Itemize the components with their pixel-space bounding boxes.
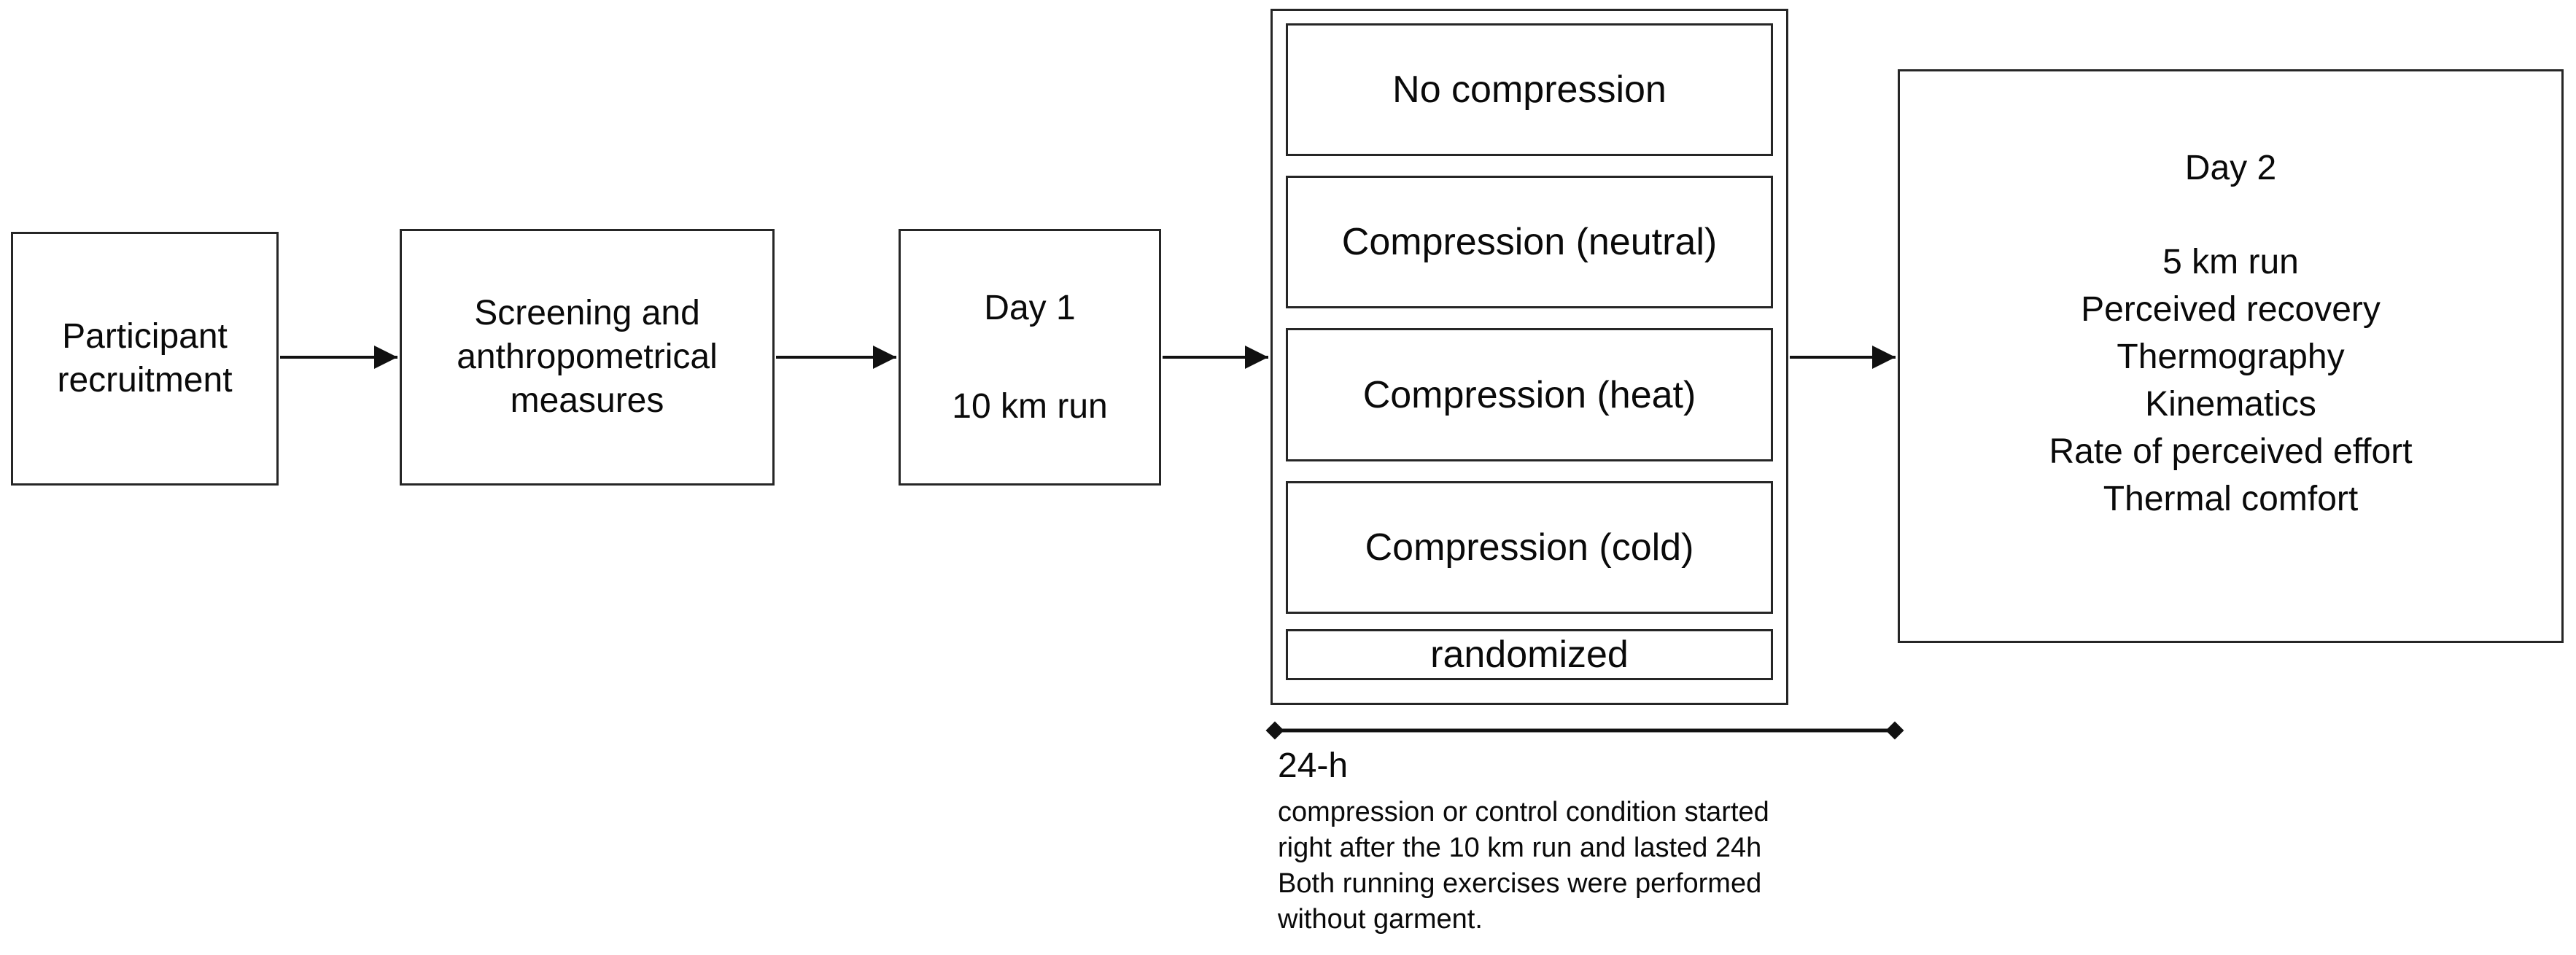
timeline-note-line: Both running exercises were performed (1278, 868, 1762, 899)
day2-measures-list: 5 km run Perceived recovery Thermography… (1900, 238, 2561, 523)
day2-measure-item: 5 km run (2162, 243, 2299, 281)
timeline-note-line: right after the 10 km run and lasted 24h (1278, 833, 1762, 863)
condition-label: Compression (cold) (1365, 526, 1694, 569)
timeline-note-line: compression or control condition started (1278, 797, 1769, 827)
duration-label: 24-h (1278, 747, 1349, 785)
day2-measure-item: Thermography (2117, 338, 2345, 376)
flow-box-screening: Screening and anthropometrical measures (400, 229, 775, 486)
day2-measure-item: Kinematics (2145, 385, 2316, 424)
day1-title: Day 1 (984, 288, 1076, 327)
flow-box-day2: Day 2 5 km run Perceived recovery Thermo… (1898, 69, 2564, 643)
condition-label: Compression (heat) (1362, 373, 1696, 416)
participant-recruitment-label: Participant recruitment (57, 317, 233, 399)
screening-label: Screening and anthropometrical measures (457, 294, 718, 420)
conditions-group-box: No compression Compression (neutral) Com… (1270, 9, 1788, 705)
condition-box-compression-neutral: Compression (neutral) (1286, 176, 1773, 308)
timeline-note-line: without garment. (1278, 904, 1483, 935)
condition-label: No compression (1392, 69, 1667, 111)
day2-measure-item: Thermal comfort (2103, 480, 2359, 518)
day2-measure-item: Perceived recovery (2081, 290, 2381, 329)
condition-box-compression-heat: Compression (heat) (1286, 328, 1773, 461)
flow-box-day1: Day 1 10 km run (899, 229, 1161, 486)
day2-title: Day 2 (2184, 149, 2277, 187)
condition-label: Compression (neutral) (1341, 221, 1718, 263)
day1-detail: 10 km run (952, 386, 1108, 426)
flow-box-participant-recruitment: Participant recruitment (11, 232, 279, 486)
randomized-label: randomized (1430, 634, 1629, 676)
timeline-note: compression or control condition started… (1278, 795, 1769, 938)
randomized-box: randomized (1286, 629, 1773, 680)
condition-box-compression-cold: Compression (cold) (1286, 481, 1773, 614)
day2-measure-item: Rate of perceived effort (2049, 432, 2413, 471)
condition-box-no-compression: No compression (1286, 23, 1773, 156)
